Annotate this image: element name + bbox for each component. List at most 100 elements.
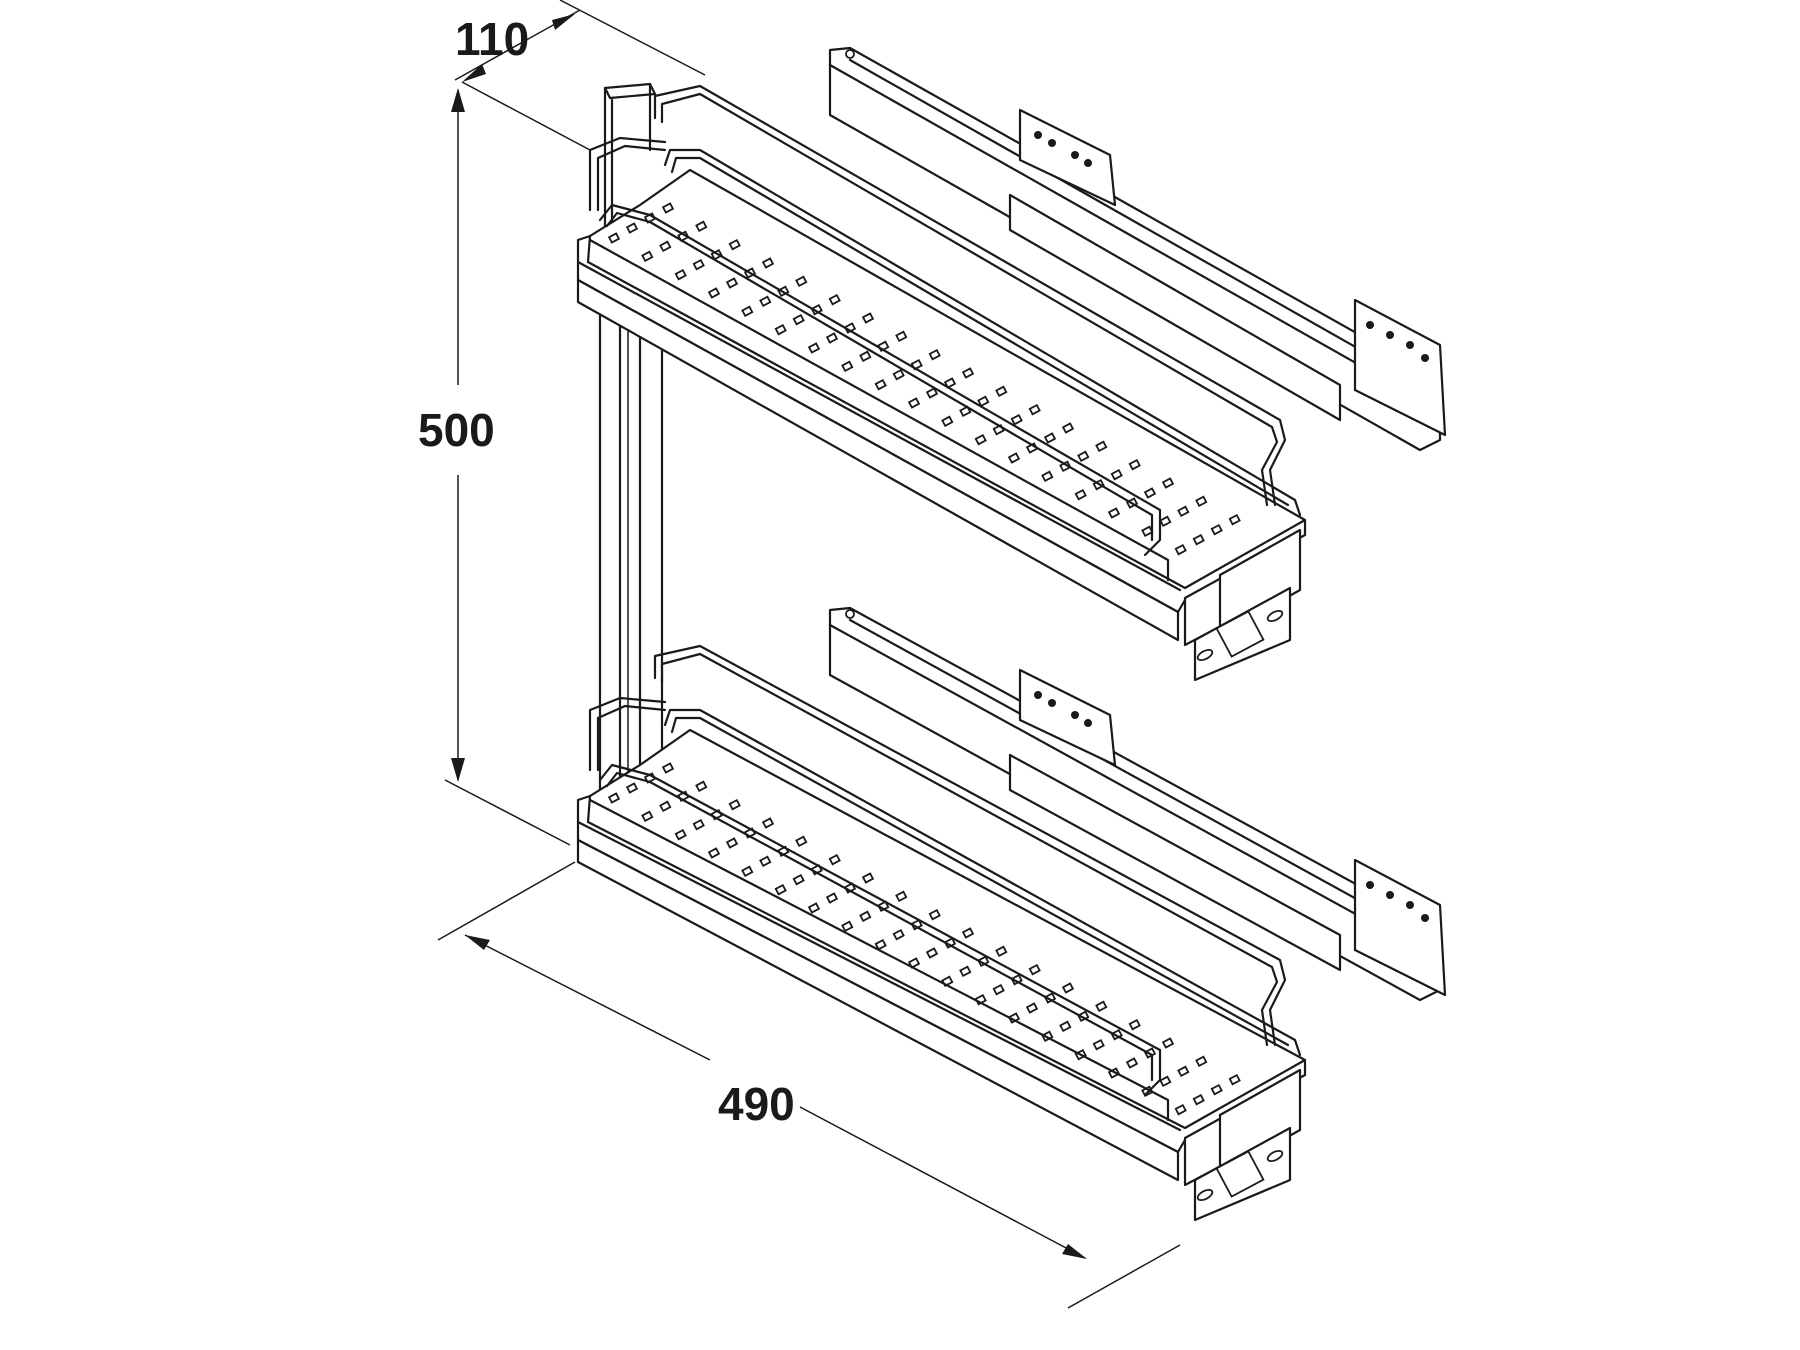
lower-runner-tab [1018,668,1117,767]
perforation-hole [1177,505,1190,518]
perforation-hole [695,780,708,793]
perforation-hole [874,938,887,951]
perforation-hole [895,890,908,903]
perforation-hole [807,342,821,354]
perforation-hole [1074,488,1087,501]
perforation-hole [695,220,708,233]
perforation-hole [659,800,672,813]
perforation-hole [874,378,887,391]
perforation-hole [1010,413,1023,426]
perforation-hole [1061,982,1075,994]
perforation-hole [659,240,672,253]
upper-perforation [607,202,1241,556]
perforation-hole [907,957,921,969]
perforation-hole [1210,1083,1223,1096]
perforation-hole [1174,1103,1187,1116]
perforation-hole [825,332,839,344]
perforation-hole [795,835,808,848]
perforation-hole [1125,1057,1139,1069]
dim-500-ext-bottom [444,779,571,846]
dimension-arrow-icon [451,758,465,782]
perforation-hole [774,883,787,896]
dim-490-line-right [799,1106,1086,1259]
perforation-hole [1025,1002,1039,1014]
perforation-hole [692,818,705,831]
wire-rail-back-top [588,136,667,212]
perforation-hole [859,350,872,363]
lower-runner-end-plate [1353,858,1447,997]
perforation-hole [959,405,972,418]
perforation-hole [607,232,621,244]
perforation-hole [828,853,841,866]
perforation-hole [1192,1093,1205,1106]
perforation-hole [625,782,639,794]
upper-basket [576,84,1307,682]
post-cap [603,82,657,100]
dimension-arrow-icon [552,14,575,30]
dim-490-ext-left [437,861,576,941]
perforation-hole [692,258,705,271]
perforation-hole [974,433,987,446]
runner-rail-icon [828,606,1447,1002]
perforation-hole [861,872,875,884]
perforation-hole [892,928,905,941]
perforation-hole [728,238,741,251]
perforation-hole [941,415,954,428]
perforation-hole [992,983,1005,996]
perforation-hole [1028,403,1041,416]
dim-110-ext-left [461,81,591,151]
perforation-hole [895,330,908,343]
perforation-hole [792,313,805,326]
perforation-hole [892,368,905,381]
perforation-hole [607,792,621,804]
perforation-hole [761,257,775,269]
perforation-hole [1159,1075,1172,1088]
dimension-arrow-icon [462,64,486,82]
perforation-hole [728,798,741,811]
frame-posts [598,82,664,792]
perforation-hole [1192,533,1205,546]
lower-tray-floor [586,728,1307,1130]
perforation-hole [943,377,957,389]
perforation-hole [759,295,772,308]
perforation-hole [641,810,654,823]
perforation-hole [1159,515,1172,528]
dim-label-depth: 490 [718,1078,795,1130]
perforation-hole [995,945,1008,958]
perforation-hole [1041,470,1054,483]
perforation-hole [859,910,872,923]
perforation-hole [1077,450,1090,463]
dim-110-ext-right [559,0,706,76]
perforation-hole [741,305,754,318]
perforation-hole [925,947,939,959]
perforation-hole [661,202,675,214]
perforation-hole [761,817,775,829]
perforation-hole [707,287,721,299]
perforation-hole [1195,495,1208,508]
perforation-hole [977,395,990,408]
perforation-hole [641,250,654,263]
upper-tray-base-rail [576,278,1180,642]
perforation-hole [759,855,772,868]
perforation-hole [1092,1038,1105,1051]
perforation-hole [1228,513,1241,526]
dimension-arrow-icon [1062,1244,1087,1259]
perforation-hole [774,323,787,336]
perforation-hole [807,902,821,914]
dim-490-ext-right [1067,1244,1181,1309]
perforation-hole [961,367,975,379]
perforation-hole [861,312,875,324]
perforation-hole [1110,468,1123,481]
upper-runner [828,46,1442,452]
perforation-hole [961,927,975,939]
perforation-hole [1210,523,1223,536]
perforation-hole [828,293,841,306]
perforation-hole [674,828,687,841]
perforation-hole [1128,1018,1141,1031]
perforation-hole [741,865,754,878]
upper-runner-end-plate [1353,298,1447,437]
perforation-hole [1141,525,1154,538]
dimension-arrow-icon [465,935,490,950]
